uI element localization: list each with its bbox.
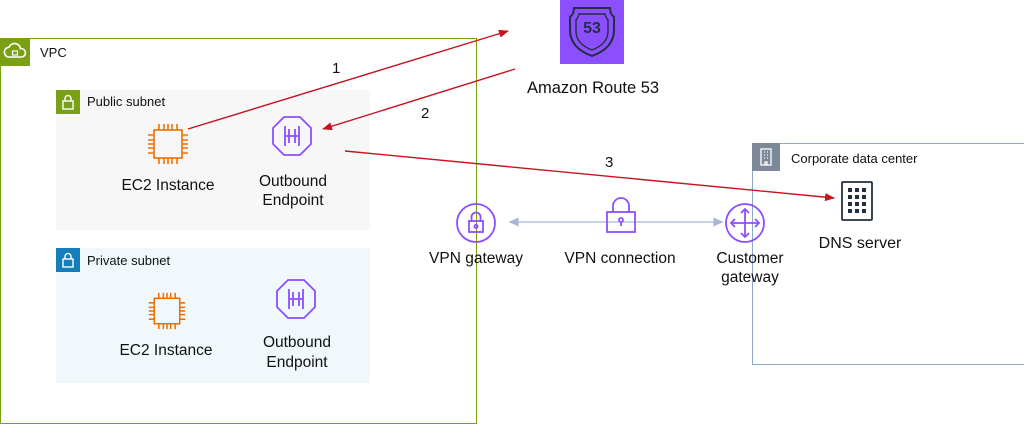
flow-step-1-label: 1 <box>332 60 341 77</box>
outbound-endpoint-label-line2: Endpoint <box>262 192 324 209</box>
customer-gateway-icon <box>725 203 765 243</box>
dns-server-icon <box>841 181 873 221</box>
route53-badge: 53 <box>560 0 624 64</box>
lock-icon <box>62 252 74 268</box>
public-subnet-label: Public subnet <box>87 94 166 109</box>
ec2-instance-label: EC2 Instance <box>119 342 213 359</box>
lock-icon <box>62 94 74 110</box>
outbound-endpoint-label: Outbound Endpoint <box>247 333 347 373</box>
customer-gateway-label-line1: Customer <box>716 250 784 267</box>
corporate-dc-label: Corporate data center <box>791 151 918 166</box>
ec2-chip-icon <box>148 124 188 164</box>
vpn-connection-icon <box>606 197 636 233</box>
route53-label: Amazon Route 53 <box>527 79 660 97</box>
private-subnet-label: Private subnet <box>87 253 171 268</box>
flow-step-2-label: 2 <box>421 105 430 122</box>
outbound-endpoint-icon <box>272 116 312 156</box>
dns-server-label: DNS server <box>818 235 902 252</box>
public-subnet <box>56 90 370 230</box>
flow-arrow-1 <box>187 29 509 130</box>
vpc-label: VPC <box>40 45 67 60</box>
outbound-endpoint-label-line1: Outbound <box>262 334 332 351</box>
outbound-endpoint-icon <box>276 279 316 319</box>
ec2-instance-label: EC2 Instance <box>121 177 215 194</box>
corporate-data-center <box>752 143 1024 365</box>
corporate-dc-badge <box>752 143 780 171</box>
customer-gateway-label-line2: gateway <box>721 269 779 286</box>
vpc-badge <box>0 38 30 66</box>
flow-arrow-2 <box>322 68 516 131</box>
outbound-endpoint-label: Outbound Endpoint <box>243 172 343 210</box>
building-icon <box>760 148 772 166</box>
private-subnet-badge <box>56 248 80 272</box>
cloud-lock-icon <box>3 42 27 58</box>
vpn-connection-label: VPN connection <box>564 250 676 267</box>
public-subnet-badge <box>56 90 80 114</box>
route53-badge-text: 53 <box>583 20 601 37</box>
private-subnet <box>56 248 370 383</box>
flow-step-3-label: 3 <box>605 154 614 171</box>
outbound-endpoint-label-line2: Endpoint <box>266 354 328 371</box>
customer-gateway-label: Customer gateway <box>695 249 805 287</box>
flow-arrow-3 <box>344 150 835 202</box>
ec2-chip-icon <box>148 292 186 330</box>
vpn-gateway-icon <box>456 203 496 243</box>
vpn-gateway-label: VPN gateway <box>429 250 523 267</box>
route53-shield-icon <box>569 7 615 58</box>
outbound-endpoint-label-line1: Outbound <box>258 173 328 190</box>
